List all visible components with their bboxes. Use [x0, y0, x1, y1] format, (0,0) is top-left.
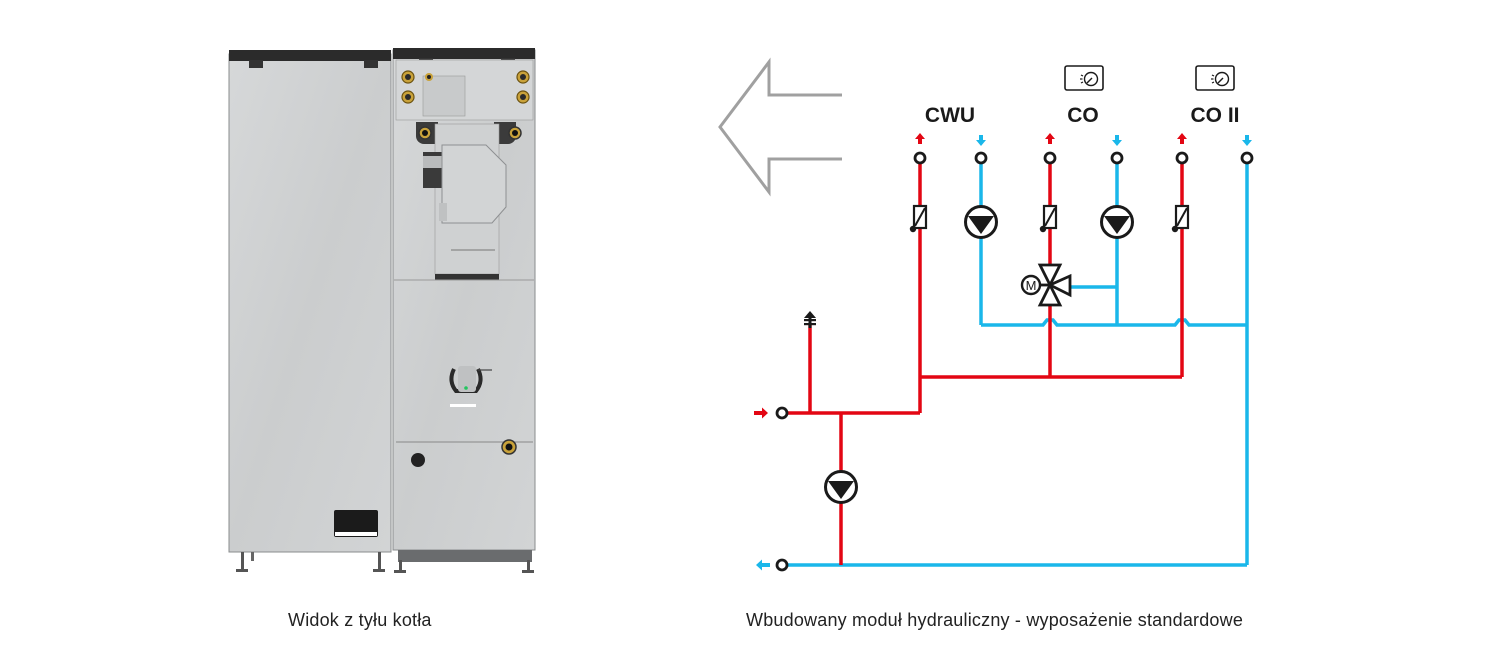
circulation-pump-icon	[1100, 205, 1134, 239]
temperature-sensor-icon	[909, 204, 928, 233]
pipe-connection-port	[775, 151, 1254, 572]
boiler-rear-view-image	[228, 48, 536, 573]
brass-fitting	[401, 70, 530, 104]
circuit-label-cwu: CWU	[925, 104, 975, 127]
circulation-pump-icon	[964, 205, 998, 239]
room-thermostat-icon	[1064, 65, 1104, 91]
room-thermostat-icon	[1195, 65, 1235, 91]
circuit-label-co-ii: CO II	[1190, 104, 1239, 127]
right-cabinet	[392, 48, 536, 573]
circuit-label-co: CO	[1067, 104, 1099, 127]
caption-hydraulic-module: Wbudowany moduł hydrauliczny - wyposażen…	[746, 610, 1244, 630]
valve-motor-label: M	[1026, 278, 1037, 293]
arrow-left-outline-icon	[718, 57, 842, 197]
supply-out-arrow-icon	[915, 133, 1187, 144]
caption-boiler-rear-view: Widok z tyłu kotła	[288, 610, 432, 630]
circulation-pump-icon	[824, 470, 858, 504]
mixing-valve-icon	[1020, 263, 1072, 307]
return-in-arrow-icon	[976, 135, 1252, 146]
air-vent-icon	[804, 311, 816, 328]
left-cabinet	[228, 50, 392, 572]
temperature-sensor-icon	[1039, 204, 1058, 233]
supply-in-arrow-icon	[754, 407, 768, 419]
return-out-arrow-icon	[756, 559, 770, 571]
return-pipes	[787, 163, 1249, 567]
temperature-sensor-icon	[1171, 204, 1190, 233]
